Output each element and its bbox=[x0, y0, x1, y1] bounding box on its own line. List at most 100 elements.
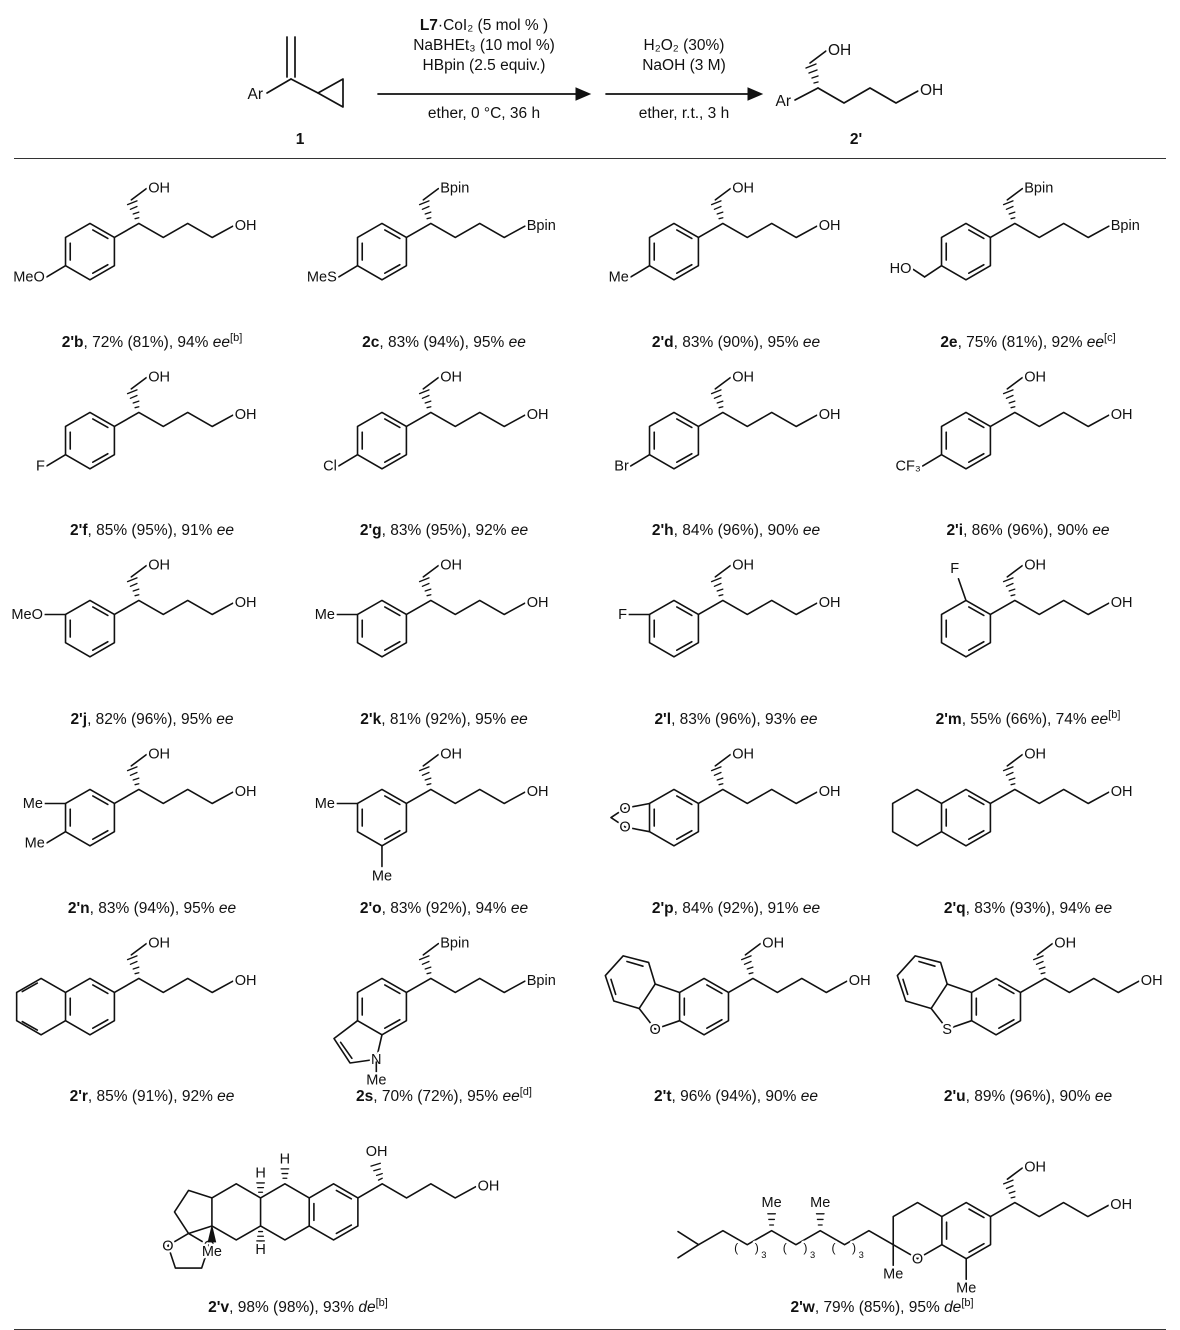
structure-2m: F OH OH bbox=[940, 555, 1135, 658]
yield-text: , 83% (95%), 92% bbox=[381, 522, 511, 540]
atom-label: OH bbox=[732, 746, 754, 762]
oxygen-label: O bbox=[619, 801, 630, 817]
repeat-bracket-open: ( bbox=[783, 1241, 787, 1255]
caption-2h: 2'h, 84% (96%), 90% ee bbox=[652, 520, 820, 540]
atom-label: OH bbox=[1024, 746, 1046, 762]
atom-label: OH bbox=[235, 973, 257, 989]
hashed-wedge-bond bbox=[256, 1181, 265, 1193]
atom-label: OH bbox=[148, 558, 170, 574]
stereo-label: ee bbox=[502, 1088, 520, 1106]
hashed-wedge-bond bbox=[280, 1167, 290, 1179]
compound-id: 2'h bbox=[651, 522, 674, 540]
cyclopropane-ring bbox=[317, 78, 344, 108]
yield-text: , 82% (96%), 95% bbox=[87, 711, 217, 729]
atom-label: OH bbox=[235, 218, 257, 234]
caption-2k: 2'k, 81% (92%), 95% ee bbox=[360, 709, 527, 729]
oxygen-label: O bbox=[162, 1238, 173, 1254]
stereo-label: ee bbox=[510, 522, 529, 540]
step1-below: ether, 0 °C, 36 h bbox=[428, 105, 540, 122]
compound-id: 2'k bbox=[360, 711, 382, 729]
substrate-structure: Ar 1 bbox=[245, 36, 344, 151]
compound-id: 2'f bbox=[70, 522, 88, 540]
atom-label: OH bbox=[762, 935, 784, 951]
compound-cell-2e: HO Bpin Bpin 2e, 75% (81%), 92% ee[c] bbox=[882, 167, 1174, 352]
caption-2v: 2'v, 98% (98%), 93% de[b] bbox=[208, 1297, 388, 1317]
atom-label: Bpin bbox=[527, 973, 556, 989]
repeat-subscript: 3 bbox=[810, 1249, 815, 1259]
product-number: 2' bbox=[850, 131, 862, 148]
atom-label: OH bbox=[1024, 558, 1046, 574]
hashed-wedge-bond bbox=[370, 1162, 383, 1181]
compound-cell-2w: OH OH Me O Me Me bbox=[590, 1109, 1174, 1317]
atom-label: Bpin bbox=[440, 935, 469, 951]
compound-cell-2n: Me Me OH OH 2'n, 83% (94%), 95% ee bbox=[6, 733, 298, 918]
caption-2u: 2'u, 89% (96%), 90% ee bbox=[944, 1086, 1112, 1106]
substituent-label: MeO bbox=[13, 270, 45, 286]
compound-id: 2'd bbox=[651, 333, 674, 351]
substituent-label: Me bbox=[609, 270, 629, 286]
atom-label: OH bbox=[819, 407, 841, 423]
oxygen-label: O bbox=[912, 1251, 923, 1267]
atom-label: OH bbox=[1054, 935, 1076, 951]
atom-label: OH bbox=[732, 180, 754, 196]
step2-arrow: H₂O₂ (30%) NaOH (3 M) ether, r.t., 3 h bbox=[605, 35, 764, 125]
structure-2j: MeO OH OH bbox=[11, 555, 259, 658]
substituent-label: MeO bbox=[11, 608, 43, 624]
substituent-label: Me bbox=[23, 796, 43, 812]
arrowhead-icon bbox=[747, 87, 764, 101]
caption-2i: 2'i, 86% (96%), 90% ee bbox=[946, 520, 1109, 540]
stereo-label: ee bbox=[802, 522, 821, 540]
structure-2i: CF₃ OH OH bbox=[893, 367, 1135, 477]
compound-cell-2k: Me OH OH 2'k, 81% (92%), 95% ee bbox=[298, 544, 590, 729]
yield-text: , 84% (96%), 90% bbox=[673, 522, 803, 540]
yield-text: , 83% (94%), 95% bbox=[379, 333, 509, 351]
footnote-ref: [c] bbox=[1104, 331, 1116, 344]
atom-label: OH bbox=[1141, 973, 1163, 989]
atom-label: OH bbox=[440, 558, 462, 574]
caption-2f: 2'f, 85% (95%), 91% ee bbox=[70, 520, 234, 540]
yield-text: , 81% (92%), 95% bbox=[381, 711, 511, 729]
compound-id: 2s bbox=[356, 1088, 374, 1106]
structure-2o: Me Me OH OH bbox=[312, 744, 550, 887]
caption-2g: 2'g, 83% (95%), 92% ee bbox=[360, 520, 528, 540]
atom-label: OH bbox=[366, 1143, 388, 1159]
compound-cell-2c: MeS Bpin Bpin 2c, 83% (94%), 95% ee bbox=[298, 167, 590, 352]
compound-id: 2'j bbox=[70, 711, 88, 729]
yield-text: , 85% (91%), 92% bbox=[87, 1088, 218, 1106]
stereo-label: ee bbox=[802, 899, 821, 917]
yield-text: , 83% (93%), 94% bbox=[965, 899, 1095, 917]
structure-2l: F OH OH bbox=[616, 555, 843, 658]
yield-text: , 84% (92%), 91% bbox=[673, 899, 803, 917]
methyl-label: Me bbox=[883, 1266, 903, 1282]
structure-2d: Me OH OH bbox=[606, 178, 843, 288]
substituent-label: Br bbox=[614, 458, 629, 474]
substituent-label: Me bbox=[25, 836, 45, 852]
compound-id: 2'l bbox=[654, 711, 672, 729]
compound-cell-2u: S OH OH 2'u, 89% (96%), 90% ee bbox=[882, 922, 1174, 1107]
compound-cell-2d: Me OH OH 2'd, 83% (90%), 95% ee bbox=[590, 167, 882, 352]
atom-label: OH bbox=[235, 784, 257, 800]
yield-text: , 98% (98%), 93% bbox=[229, 1298, 359, 1316]
atom-label: OH bbox=[819, 784, 841, 800]
caption-2r: 2'r, 85% (91%), 92% ee bbox=[70, 1086, 235, 1106]
n-methyl-label: Me bbox=[366, 1072, 386, 1085]
compound-grid: MeO OH OH 2'b, 72% (81%), 94% ee[b] MeS … bbox=[0, 159, 1180, 1107]
compound-cell-2q: OH OH 2'q, 83% (93%), 94% ee bbox=[882, 733, 1174, 918]
compound-cell-2m: F OH OH 2'm, 55% (66%), 74% ee[b] bbox=[882, 544, 1174, 729]
product-structure: Ar OH OH 2' bbox=[773, 40, 946, 151]
structure-2c: MeS Bpin Bpin bbox=[305, 178, 559, 288]
arrowhead-icon bbox=[575, 87, 592, 101]
hashed-wedge-bond bbox=[815, 1212, 825, 1226]
substituent-label: CF₃ bbox=[896, 458, 921, 474]
substituent-label: F bbox=[618, 608, 627, 624]
ar-label: Ar bbox=[776, 93, 792, 110]
atom-label: Bpin bbox=[440, 180, 469, 196]
compound-id: 2'r bbox=[69, 1088, 88, 1106]
caption-2c: 2c, 83% (94%), 95% ee bbox=[362, 332, 526, 352]
yield-text: , 72% (81%), 94% bbox=[83, 333, 213, 351]
yield-text: , 89% (96%), 90% bbox=[965, 1088, 1095, 1106]
yield-text: , 75% (81%), 92% bbox=[957, 333, 1087, 351]
caption-2j: 2'j, 82% (96%), 95% ee bbox=[70, 709, 233, 729]
compound-id: 2'v bbox=[208, 1298, 230, 1316]
